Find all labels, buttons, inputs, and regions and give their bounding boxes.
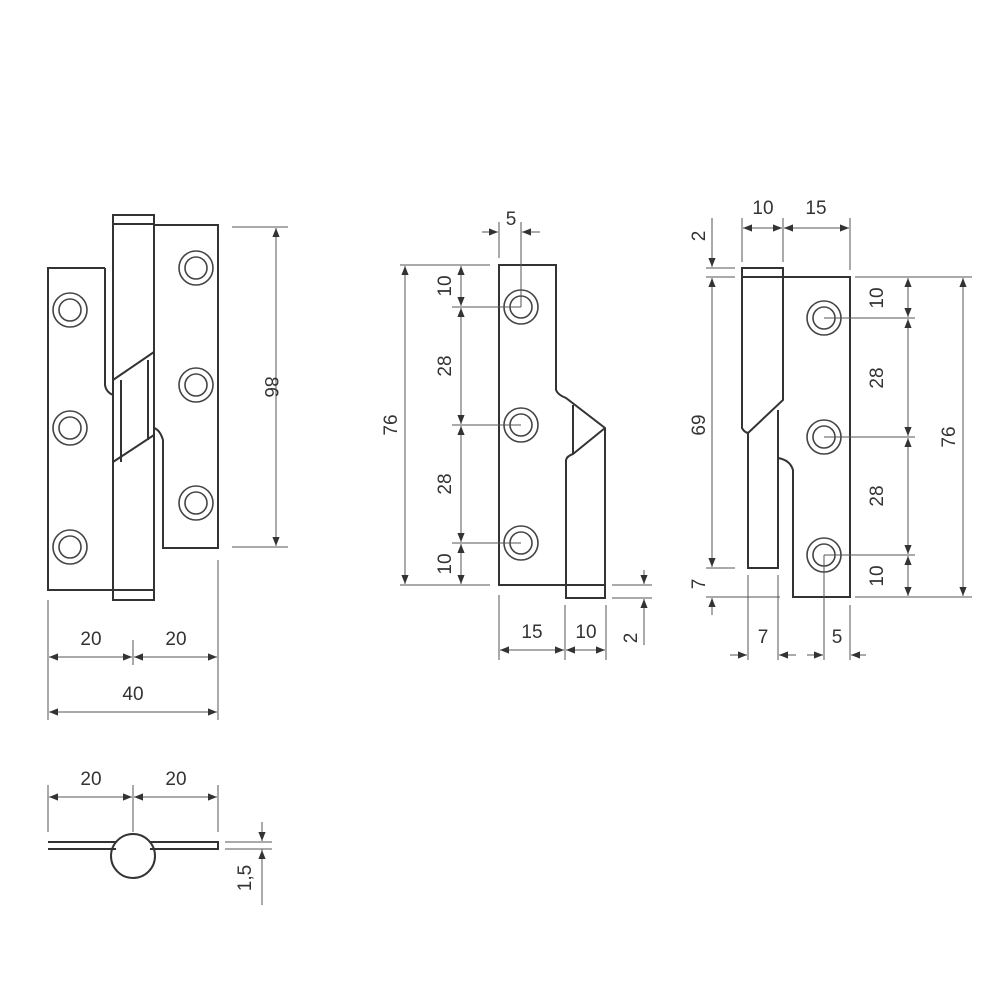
dim-bottom-offset: 7 — [689, 579, 710, 590]
dim-overall-height: 76 — [381, 414, 402, 435]
dim-thickness: 1,5 — [235, 865, 256, 891]
dim-spacing-2: 28 — [435, 473, 456, 494]
dim-left-width: 20 — [80, 629, 101, 650]
edge-view: 20 20 1,5 — [47, 769, 272, 905]
dim-leaf-width: 15 — [805, 198, 826, 219]
dim-bottom-edge: 10 — [867, 565, 888, 586]
dim-top-edge: 10 — [435, 275, 456, 296]
dim-total-width: 40 — [122, 684, 143, 705]
dim-leaf-width: 15 — [521, 622, 542, 643]
dim-knuckle-height: 69 — [689, 414, 710, 435]
pin-barrel — [112, 214, 155, 601]
dim-bottom-edge: 10 — [435, 553, 456, 574]
dim-top-offset: 2 — [689, 231, 710, 242]
dim-top-edge: 10 — [867, 287, 888, 308]
dim-knuckle-width: 10 — [752, 198, 773, 219]
barrel-twist — [112, 351, 155, 463]
dim-right-width: 20 — [165, 629, 186, 650]
leaf-a-view: 76 10 28 28 10 5 15 10 2 — [381, 209, 652, 660]
pin-circle — [110, 833, 156, 879]
leaf-b-view: 10 15 2 69 7 10 28 28 10 76 7 5 — [689, 198, 972, 660]
dim-pin-width: 7 — [758, 627, 769, 648]
dim-spacing-1: 28 — [867, 367, 888, 388]
dim-hole-offset: 5 — [506, 209, 517, 230]
dim-knuckle-drop: 2 — [621, 633, 642, 644]
dim-left-width: 20 — [80, 769, 101, 790]
dim-height: 86 — [260, 376, 281, 397]
right-leaf — [153, 224, 219, 549]
dim-hole-offset: 5 — [832, 627, 843, 648]
dim-knuckle-width: 10 — [575, 622, 596, 643]
left-leaf — [47, 267, 114, 591]
front-view: 86 20 20 40 — [47, 214, 288, 720]
dim-overall-height: 76 — [939, 426, 960, 447]
dim-spacing-2: 28 — [867, 485, 888, 506]
screw-holes — [52, 250, 214, 565]
dim-right-width: 20 — [165, 769, 186, 790]
dim-spacing-1: 28 — [435, 355, 456, 376]
